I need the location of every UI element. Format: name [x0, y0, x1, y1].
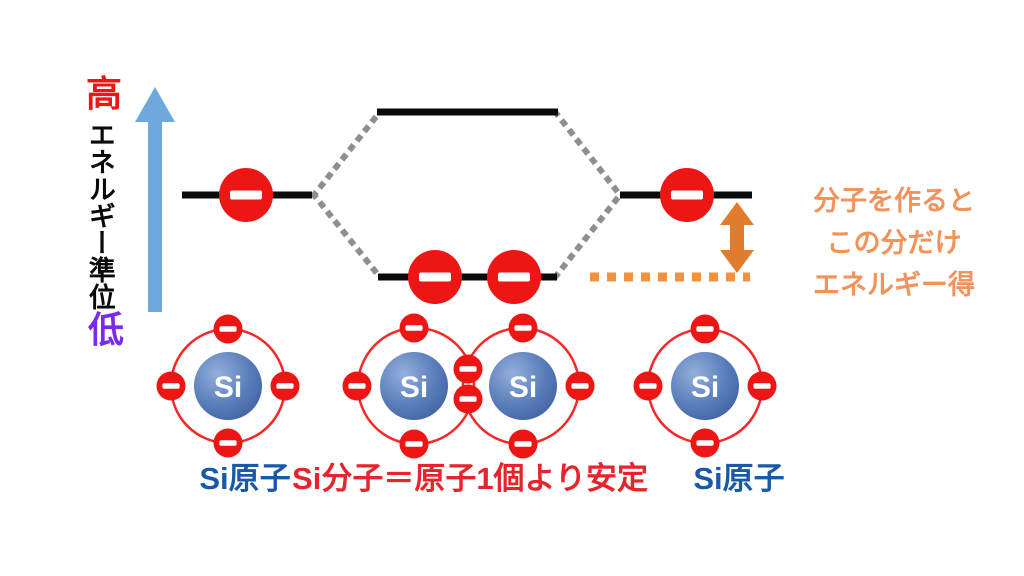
nucleus-symbol: Si	[509, 371, 537, 404]
electron-icon	[565, 371, 595, 401]
electron-icon	[660, 168, 714, 222]
electron-icon	[633, 371, 663, 401]
electron-icon	[508, 313, 538, 343]
electron-icon	[690, 428, 720, 458]
energy-high-label: 高	[86, 73, 123, 114]
nucleus-sphere	[380, 352, 448, 420]
electron-icon	[156, 371, 186, 401]
caption-si-atom-left: Si原子	[199, 461, 291, 496]
correlation-line-right-top	[551, 108, 625, 200]
si-atom-right-figure: Si	[633, 314, 777, 458]
nucleus-sphere	[671, 352, 739, 420]
energy-axis-label: エネルギー準位	[84, 121, 115, 310]
electron-icon	[219, 168, 273, 222]
electron-icon	[399, 313, 429, 343]
correlation-line-left-top	[309, 108, 384, 200]
energy-gain-annotation: 分子を作ると この分だけ エネルギー得	[775, 180, 1013, 306]
electron-icon	[487, 250, 541, 304]
energy-axis-up-arrow-icon	[135, 87, 175, 312]
electron-icon	[213, 428, 243, 458]
energy-gain-double-arrow-icon	[720, 202, 754, 273]
electron-icon	[747, 371, 777, 401]
si-molecule-figure: Si Si	[342, 313, 595, 459]
energy-gain-annotation-line-1: 分子を作ると	[813, 186, 975, 216]
nucleus-sphere	[489, 352, 557, 420]
correlation-line-left-bottom	[309, 190, 384, 281]
electron-icon	[399, 429, 429, 459]
electron-icon	[270, 371, 300, 401]
shared-electron-icon	[453, 384, 483, 414]
correlation-line-right-bottom	[551, 190, 625, 281]
si-atom-left-figure: Si	[156, 314, 300, 458]
energy-gain-annotation-line-3: エネルギー得	[813, 270, 975, 300]
electron-icon	[342, 371, 372, 401]
caption-si-atom-right: Si原子	[693, 461, 785, 496]
energy-gain-annotation-line-2: この分だけ	[826, 228, 962, 258]
nucleus-symbol: Si	[214, 371, 242, 404]
electron-icon	[690, 314, 720, 344]
caption-si-molecule: Si分子＝原子1個より安定	[292, 461, 648, 496]
energy-low-label: 低	[88, 309, 125, 350]
electron-icon	[408, 250, 462, 304]
electron-icon	[508, 429, 538, 459]
nucleus-symbol: Si	[400, 371, 428, 404]
electron-icon	[213, 314, 243, 344]
nucleus-symbol: Si	[691, 371, 719, 404]
shared-electron-icon	[453, 354, 483, 384]
nucleus-sphere	[194, 352, 262, 420]
